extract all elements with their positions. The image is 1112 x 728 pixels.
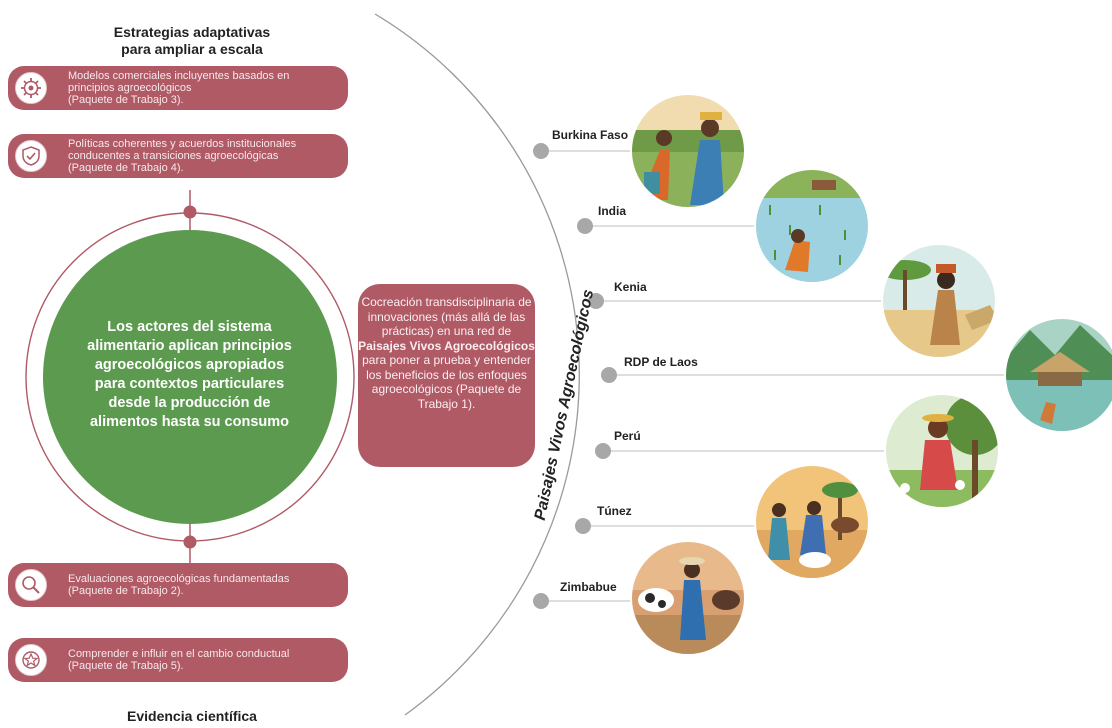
scientific-evidence-heading: Evidencia científica <box>92 708 292 725</box>
evidence-line: Comprender e influir en el cambio conduc… <box>68 648 290 660</box>
center-line: para contextos particulares <box>94 376 285 392</box>
cocreation-box: Cocreación transdisciplinaria de innovac… <box>358 284 535 467</box>
center-line: desde la producción de <box>108 395 271 411</box>
cocreation-text-post: para poner a prueba y entender los benef… <box>362 353 531 411</box>
center-line: agroecológicos apropiados <box>94 357 285 373</box>
heading-bottom-text: Evidencia científica <box>127 708 257 724</box>
strategy-line: Políticas coherentes y acuerdos instituc… <box>68 138 297 150</box>
strategy-line: Modelos comerciales incluyentes basados … <box>68 70 290 82</box>
node-kenia <box>588 293 604 309</box>
node-burkina-faso <box>533 143 549 159</box>
evidence-pill-assessments: Evaluaciones agroecológicas fundamentada… <box>8 563 348 607</box>
node-zimbabue <box>533 593 549 609</box>
connector-dot-top <box>183 205 197 219</box>
adaptive-strategies-heading: Estrategias adaptativas para ampliar a e… <box>92 24 292 58</box>
heading-line-2: para ampliar a escala <box>121 41 263 57</box>
gear-icon <box>15 72 47 104</box>
shield-check-icon <box>15 140 47 172</box>
evidence-line: (Paquete de Trabajo 2). <box>68 585 184 597</box>
star-badge-icon <box>15 644 47 676</box>
center-line: alimentos hasta su consumo <box>89 414 290 430</box>
node-india <box>577 218 593 234</box>
center-line: Los actores del sistema <box>107 319 272 335</box>
country-label-kenia: Kenia <box>614 280 647 294</box>
strategy-line: (Paquete de Trabajo 3). <box>68 94 184 106</box>
country-label-burkina-faso: Burkina Faso <box>552 128 629 142</box>
evidence-line: (Paquete de Trabajo 5). <box>68 660 184 672</box>
country-label-peru: Perú <box>614 429 641 443</box>
india-illustration <box>755 169 869 283</box>
kenia-illustration <box>882 244 996 358</box>
strategy-text: Modelos comerciales incluyentes basados … <box>68 70 338 106</box>
evidence-line: Evaluaciones agroecológicas fundamentada… <box>68 573 290 585</box>
country-label-laos: RDP de Laos <box>624 355 698 369</box>
country-label-tunez: Túnez <box>597 504 632 518</box>
strategy-line: conducentes a transiciones agroecológica… <box>68 150 279 162</box>
heading-line-1: Estrategias adaptativas <box>113 24 271 40</box>
center-line: alimentario aplican principios <box>87 338 292 354</box>
node-tunez <box>575 518 591 534</box>
peru-illustration <box>885 394 999 508</box>
center-statement: Los actores del sistema alimentario apli… <box>62 318 317 432</box>
evidence-pill-behaviour: Comprender e influir en el cambio conduc… <box>8 638 348 682</box>
strategy-text: Políticas coherentes y acuerdos instituc… <box>68 138 338 174</box>
burkina-faso-illustration <box>631 94 745 208</box>
node-peru <box>595 443 611 459</box>
country-label-zimbabue: Zimbabue <box>560 580 617 594</box>
evidence-text: Comprender e influir en el cambio conduc… <box>68 648 338 672</box>
strategy-line: (Paquete de Trabajo 4). <box>68 162 184 174</box>
node-laos <box>601 367 617 383</box>
connector-dot-bottom <box>183 535 197 549</box>
country-label-india: India <box>598 204 627 218</box>
strategy-pill-commercial-models: Modelos comerciales incluyentes basados … <box>8 66 348 110</box>
strategy-pill-policies: Políticas coherentes y acuerdos instituc… <box>8 134 348 178</box>
cocreation-text-pre: Cocreación transdisciplinaria de innovac… <box>361 295 532 338</box>
evidence-text: Evaluaciones agroecológicas fundamentada… <box>68 573 338 597</box>
green-circle <box>43 230 337 524</box>
cocreation-text-bold: Paisajes Vivos Agroecológicos <box>358 338 535 353</box>
network-arc <box>374 13 580 716</box>
magnifier-icon <box>15 569 47 601</box>
strategy-line: principios agroecológicos <box>68 82 192 94</box>
